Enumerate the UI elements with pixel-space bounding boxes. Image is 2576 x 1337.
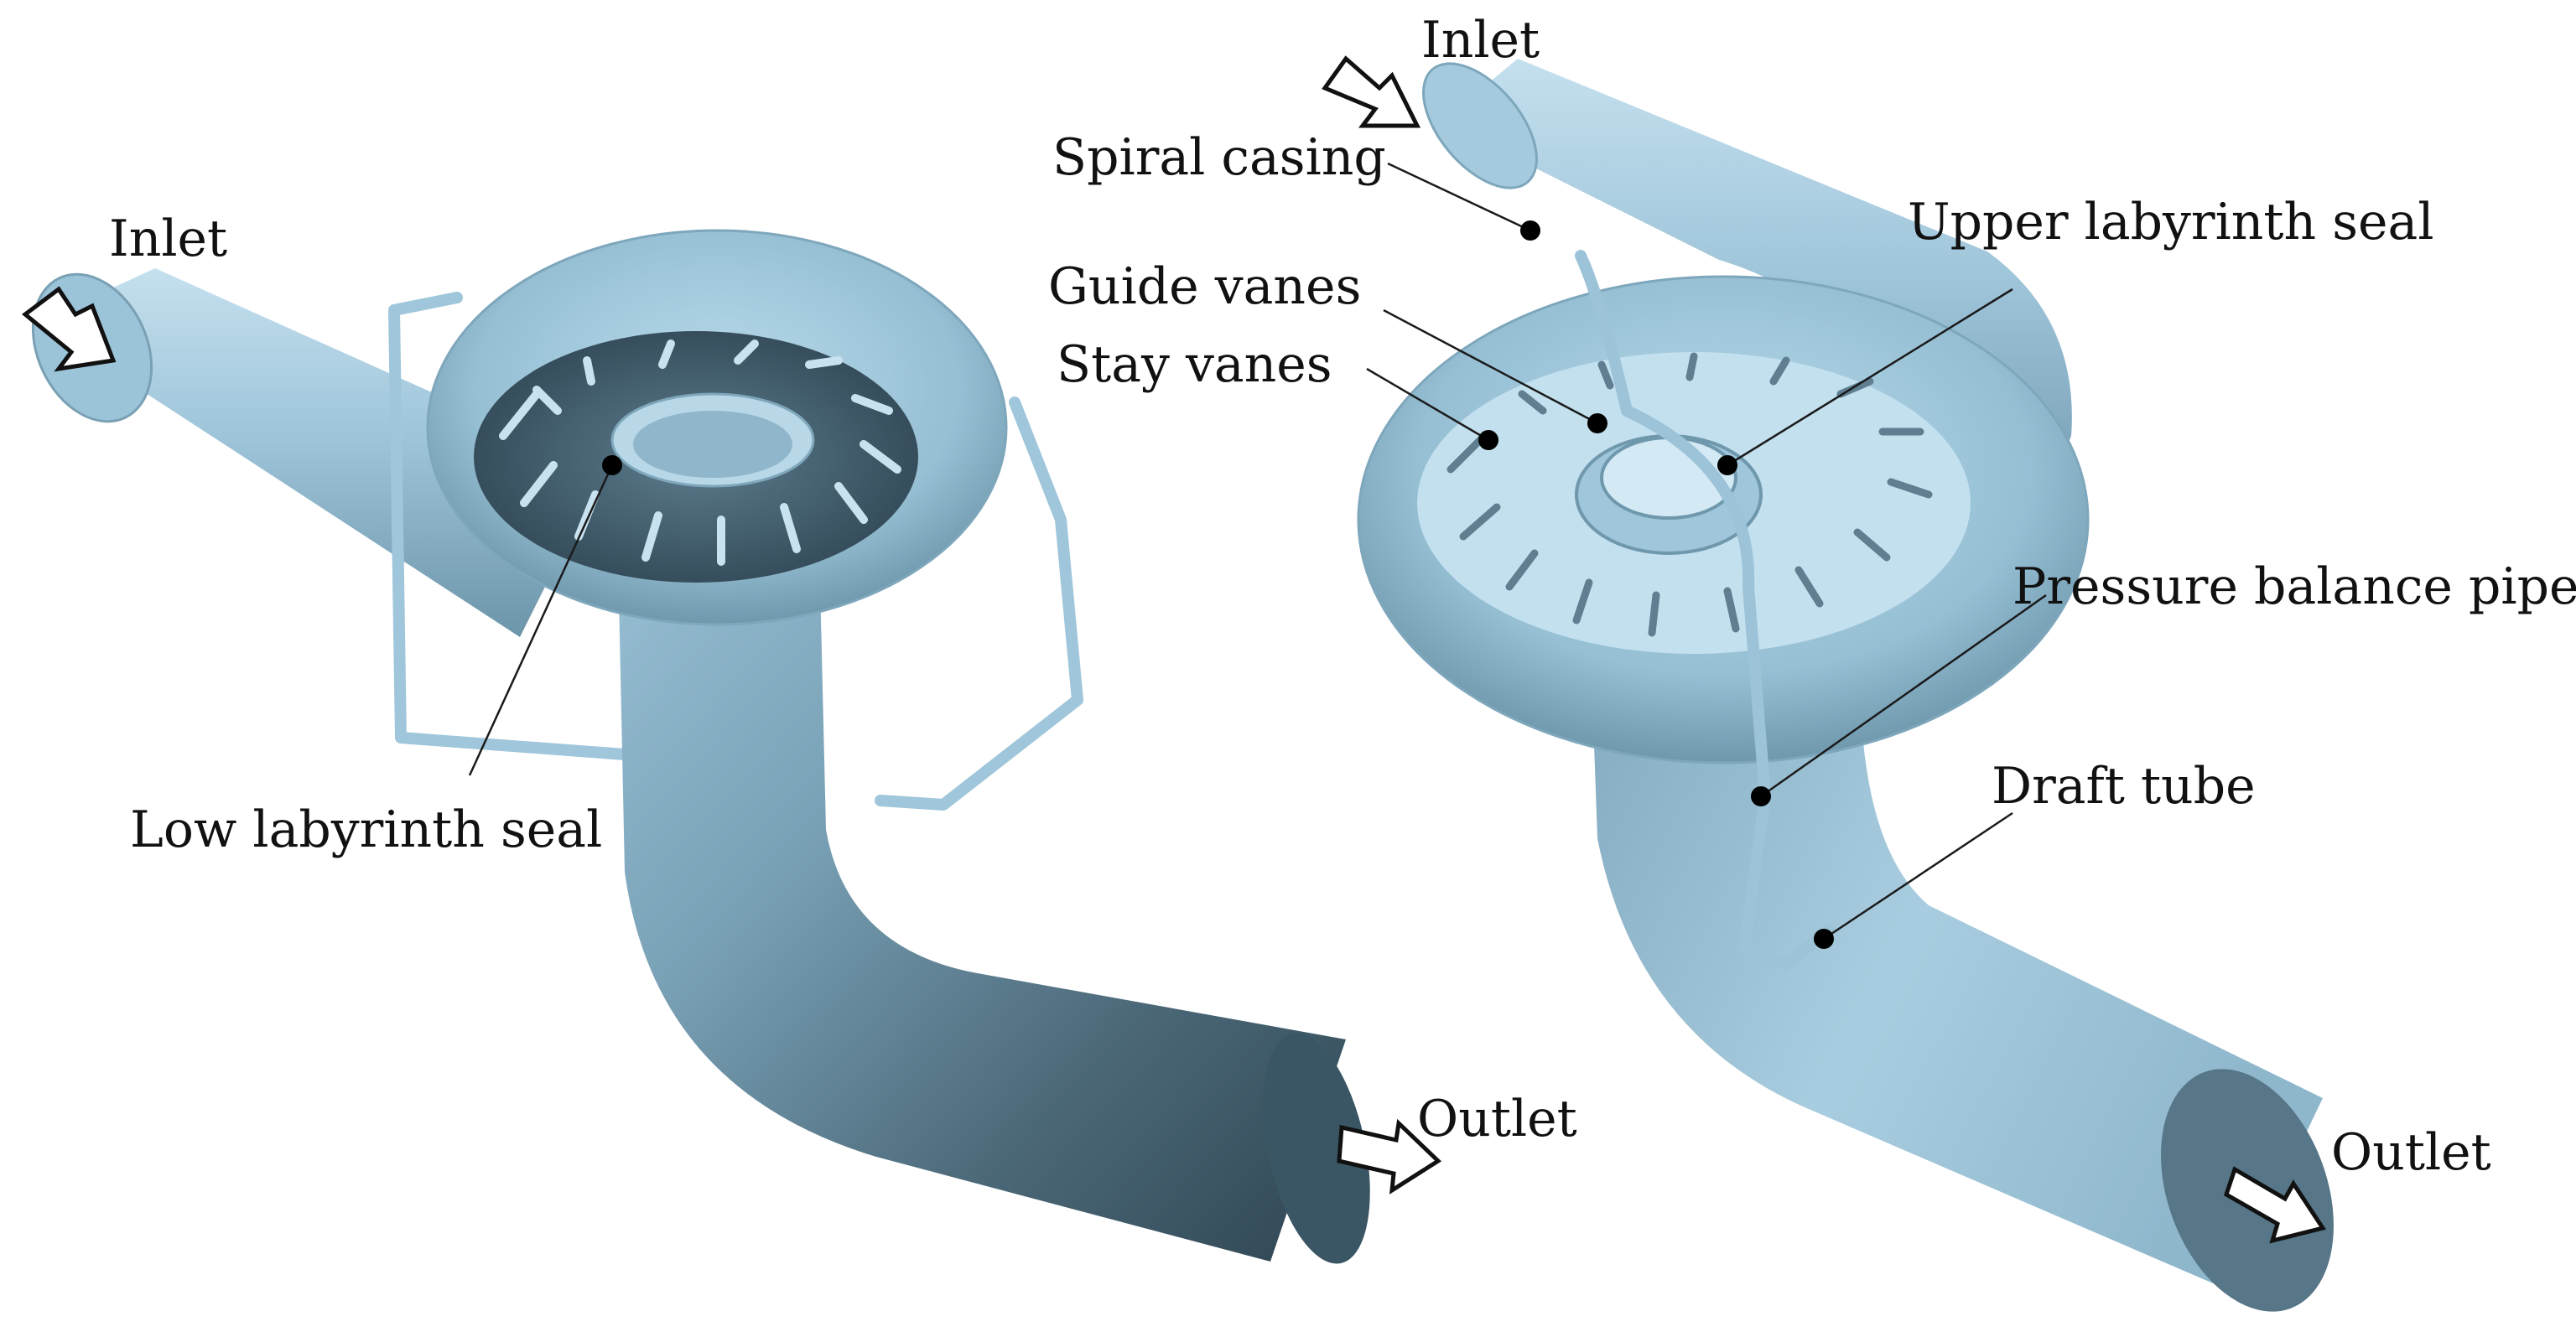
left-outlet-label: Outlet <box>1417 1090 1577 1148</box>
stay-vanes-label: Stay vanes <box>1057 335 1332 394</box>
right-pressure-pipe <box>1575 250 1834 970</box>
upper-seal-label: Upper labyrinth seal <box>1908 193 2434 251</box>
left-vanes <box>499 339 901 566</box>
upper-seal-leader <box>1727 288 2013 467</box>
pressure-pipe-dot <box>1751 786 1771 806</box>
right-inlet-face <box>1422 62 1538 189</box>
low-seal-leader <box>468 464 614 776</box>
right-inlet-label: Inlet <box>1421 11 1540 70</box>
left-outlet-face <box>1263 1033 1370 1264</box>
draft-tube-dot <box>1814 929 1834 949</box>
right-draft-tube <box>1593 721 2323 1291</box>
pressure-pipe-leader <box>1760 593 2047 798</box>
low-seal-label: Low labyrinth seal <box>130 801 602 859</box>
spiral-casing-dot <box>1520 220 1540 241</box>
draft-tube-leader <box>1823 811 2013 941</box>
left-inlet-arrow <box>21 286 117 372</box>
low-seal-dot <box>602 455 622 475</box>
draft-tube-label: Draft tube <box>1992 757 2256 816</box>
left-inlet-pipe <box>38 268 604 637</box>
right-outlet-arrow <box>2223 1166 2327 1244</box>
left-outlet-arrow <box>1337 1118 1442 1194</box>
stay-vanes-dot <box>1478 430 1498 450</box>
right-outlet-label: Outlet <box>2331 1123 2491 1182</box>
left-inlet-label: Inlet <box>109 210 227 268</box>
left-turbine-model: Inlet Outlet Low labyrinth seal <box>21 210 1577 1264</box>
spiral-casing-leader <box>1387 162 1531 232</box>
right-vanes <box>1446 352 1933 637</box>
guide-vanes-dot <box>1587 413 1607 433</box>
spiral-casing-label: Spiral casing <box>1052 128 1386 187</box>
guide-vanes-leader <box>1383 308 1598 425</box>
right-turbine-model: Inlet Spiral casing Upper labyrinth seal… <box>1048 11 2576 1312</box>
right-inlet-arrow <box>1322 55 1421 128</box>
left-draft-tube <box>616 478 1346 1262</box>
pressure-pipe-label: Pressure balance pipe <box>2012 557 2576 616</box>
upper-seal-dot <box>1717 455 1737 475</box>
left-seal-core <box>633 411 792 478</box>
guide-vanes-label: Guide vanes <box>1048 257 1361 316</box>
left-balance-frame <box>388 292 1083 811</box>
stay-vanes-leader <box>1366 367 1489 442</box>
